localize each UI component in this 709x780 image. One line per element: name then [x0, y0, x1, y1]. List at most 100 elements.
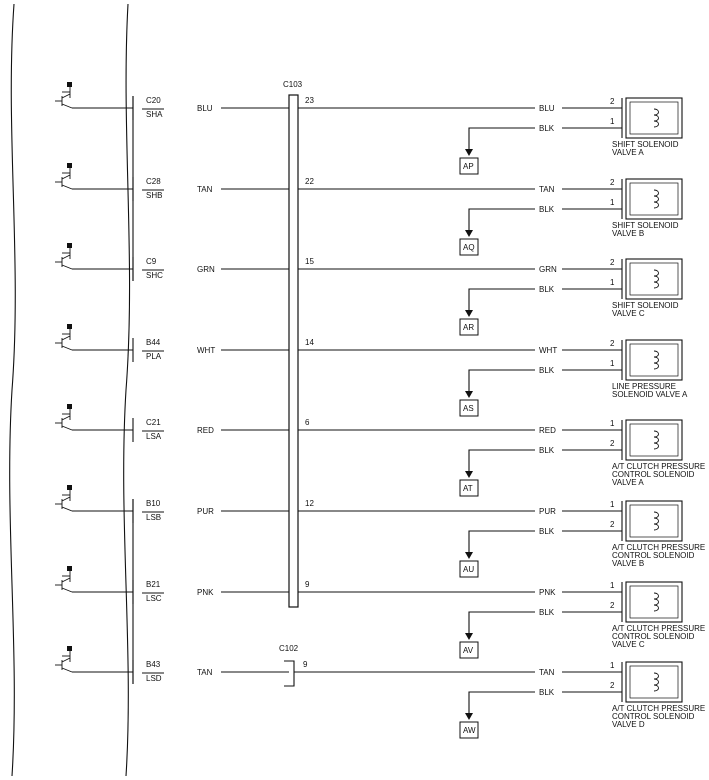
circuit-8-wire-color-right: TAN [539, 668, 555, 677]
circuit-4-coil-icon [653, 350, 659, 370]
circuit-5-ground-route [468, 449, 535, 475]
circuit-4-solenoid-pin-top: 2 [610, 339, 615, 348]
circuit-2-transistor-c [61, 174, 71, 180]
circuit-8-ground-color: BLK [539, 688, 555, 697]
circuit-2-wire-color-right: TAN [539, 185, 555, 194]
circuit-3-solenoid-pin-top: 2 [610, 258, 615, 267]
circuit-8-solenoid-inner [629, 665, 679, 699]
circuit-5-ground-box [459, 479, 479, 497]
circuit-8-transistor-e [61, 667, 73, 673]
circuit-8-transistor-c [61, 657, 71, 663]
circuit-1-solenoid-label-1: SHIFT SOLENOID [612, 140, 679, 149]
circuit-8-solenoid-label-2: CONTROL SOLENOID [612, 712, 695, 721]
circuit-1-ground-box [459, 157, 479, 175]
circuit-3-coil-icon [653, 269, 659, 289]
circuit-7-c103-pin: 9 [305, 580, 310, 589]
circuit-2-signal-label: SHB [146, 191, 162, 200]
circuit-5-coil-icon [653, 430, 659, 450]
circuit-4-pin-label: B44 [146, 338, 161, 347]
circuit-8-solenoid-pin-bottom: 2 [610, 681, 615, 690]
circuit-5-ground-arrow [465, 471, 473, 478]
circuit-2-ground-route [468, 208, 535, 234]
circuit-8-ground-route [468, 691, 535, 717]
circuit-7-solenoid-label-2: CONTROL SOLENOID [612, 632, 695, 641]
circuit-5-transistor-c [61, 415, 71, 421]
circuit-6-wire-color-left: PUR [197, 507, 214, 516]
circuit-6-ground-color: BLK [539, 527, 555, 536]
circuit-4-solenoid-label-2: SOLENOID VALVE A [612, 390, 688, 399]
circuit-2-ground-label: AQ [463, 243, 475, 252]
circuit-3-wire-color-right: GRN [539, 265, 557, 274]
circuit-7-wire-color-right: PNK [539, 588, 556, 597]
circuit-7-ground-color: BLK [539, 608, 555, 617]
circuit-1-transistor-e [61, 103, 73, 109]
circuit-5-solenoid-inner [629, 423, 679, 457]
circuit-6-solenoid-pin-bottom: 2 [610, 520, 615, 529]
circuit-2-ground-box [459, 238, 479, 256]
circuit-2-transistor-e [61, 184, 73, 190]
circuit-7-solenoid-pin-top: 1 [610, 581, 615, 590]
circuit-6-transistor-e [61, 506, 73, 512]
circuit-3-ground-label: AR [463, 323, 474, 332]
circuit-3-solenoid-body [625, 258, 683, 300]
circuit-8-signal-label: LSD [146, 674, 162, 683]
c102-connector-label: C102 [279, 644, 299, 653]
circuit-7-solenoid-inner [629, 585, 679, 619]
circuit-2-c103-pin: 22 [305, 177, 314, 186]
circuit-5-solenoid-pin-top: 1 [610, 419, 615, 428]
circuit-5-solenoid-label-2: CONTROL SOLENOID [612, 470, 695, 479]
circuit-6-wire-color-right: PUR [539, 507, 556, 516]
circuit-8-c102-pin: 9 [303, 660, 308, 669]
circuit-5-signal-label: LSA [146, 432, 162, 441]
circuit-5-solenoid-label-3: VALVE A [612, 478, 644, 487]
control-module-outline-right [123, 3, 131, 777]
circuit-3-ground-arrow [465, 310, 473, 317]
circuit-1-solenoid-label-2: VALVE A [612, 148, 644, 157]
circuit-8-ground-label: AW [463, 726, 476, 735]
circuit-1-transistor-c [61, 93, 71, 99]
circuit-3-transistor-e [61, 264, 73, 270]
circuit-8-ground-arrow [465, 713, 473, 720]
circuit-6-ground-arrow [465, 552, 473, 559]
circuit-8-transistor-node [67, 646, 72, 651]
circuit-1-ground-color: BLK [539, 124, 555, 133]
circuit-8-coil-icon [653, 672, 659, 692]
circuit-6-solenoid-pin-top: 1 [610, 500, 615, 509]
circuit-1-ground-label: AP [463, 162, 474, 171]
circuit-1-wire-color-right: BLU [539, 104, 555, 113]
circuit-6-pin-label: B10 [146, 499, 161, 508]
circuit-5-solenoid-label-1: A/T CLUTCH PRESSURE [612, 462, 705, 471]
circuit-1-solenoid-inner [629, 101, 679, 135]
circuit-2-solenoid-label-2: VALVE B [612, 229, 644, 238]
circuit-6-coil-icon [653, 511, 659, 531]
circuit-8-pin-label: B43 [146, 660, 161, 669]
circuit-3-c103-pin: 15 [305, 257, 314, 266]
circuit-4-wire-color-left: WHT [197, 346, 215, 355]
circuit-4-solenoid-pin-bottom: 1 [610, 359, 615, 368]
circuit-4-transistor-e [61, 345, 73, 351]
c103-connector-block [288, 94, 299, 608]
circuit-2-pin-label: C28 [146, 177, 161, 186]
circuit-5-pin-label: C21 [146, 418, 161, 427]
circuit-2-solenoid-pin-top: 2 [610, 178, 615, 187]
circuit-6-solenoid-body [625, 500, 683, 542]
circuit-3-transistor-c [61, 254, 71, 260]
circuit-3-signal-label: SHC [146, 271, 163, 280]
circuit-6-signal-label: LSB [146, 513, 161, 522]
circuit-6-c103-pin: 12 [305, 499, 314, 508]
circuit-8-solenoid-body [625, 661, 683, 703]
circuit-6-solenoid-label-2: CONTROL SOLENOID [612, 551, 695, 560]
circuit-7-pin-label: B21 [146, 580, 161, 589]
circuit-1-transistor-node [67, 82, 72, 87]
circuit-3-ground-route [468, 288, 535, 314]
circuit-4-solenoid-label-1: LINE PRESSURE [612, 382, 676, 391]
circuit-8-ground-box [459, 721, 479, 739]
circuit-6-transistor-node [67, 485, 72, 490]
circuit-1-solenoid-body [625, 97, 683, 139]
circuit-7-solenoid-label-1: A/T CLUTCH PRESSURE [612, 624, 705, 633]
circuit-4-ground-color: BLK [539, 366, 555, 375]
circuit-7-transistor-e [61, 587, 73, 593]
circuit-8-solenoid-label-1: A/T CLUTCH PRESSURE [612, 704, 705, 713]
circuit-2-coil-icon [653, 189, 659, 209]
